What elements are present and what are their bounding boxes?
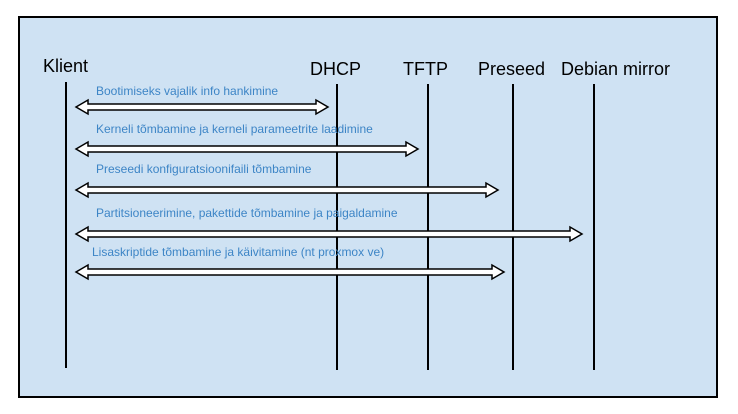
participant-klient: Klient: [43, 56, 88, 76]
double-arrow-3: [74, 181, 500, 199]
diagram-background: [18, 16, 718, 398]
double-arrow-1: [74, 98, 330, 116]
message-label-4: Partitsioneerimine, pakettide tõmbamine …: [96, 206, 398, 220]
double-arrow-2: [74, 140, 420, 158]
message-label-2: Kerneli tõmbamine ja kerneli parameetrit…: [96, 122, 373, 136]
participant-dhcp: DHCP: [310, 59, 361, 79]
message-label-1: Bootimiseks vajalik info hankimine: [96, 84, 278, 98]
double-arrow-4: [74, 225, 584, 243]
message-label-3: Preseedi konfiguratsioonifaili tõmbamine: [96, 162, 312, 176]
double-arrow-5: [74, 263, 506, 281]
participant-preseed: Preseed: [478, 59, 545, 79]
message-label-5: Lisaskriptide tõmbamine ja käivitamine (…: [92, 245, 384, 259]
participant-debian-mirror: Debian mirror: [561, 59, 670, 79]
participant-tftp: TFTP: [403, 59, 448, 79]
